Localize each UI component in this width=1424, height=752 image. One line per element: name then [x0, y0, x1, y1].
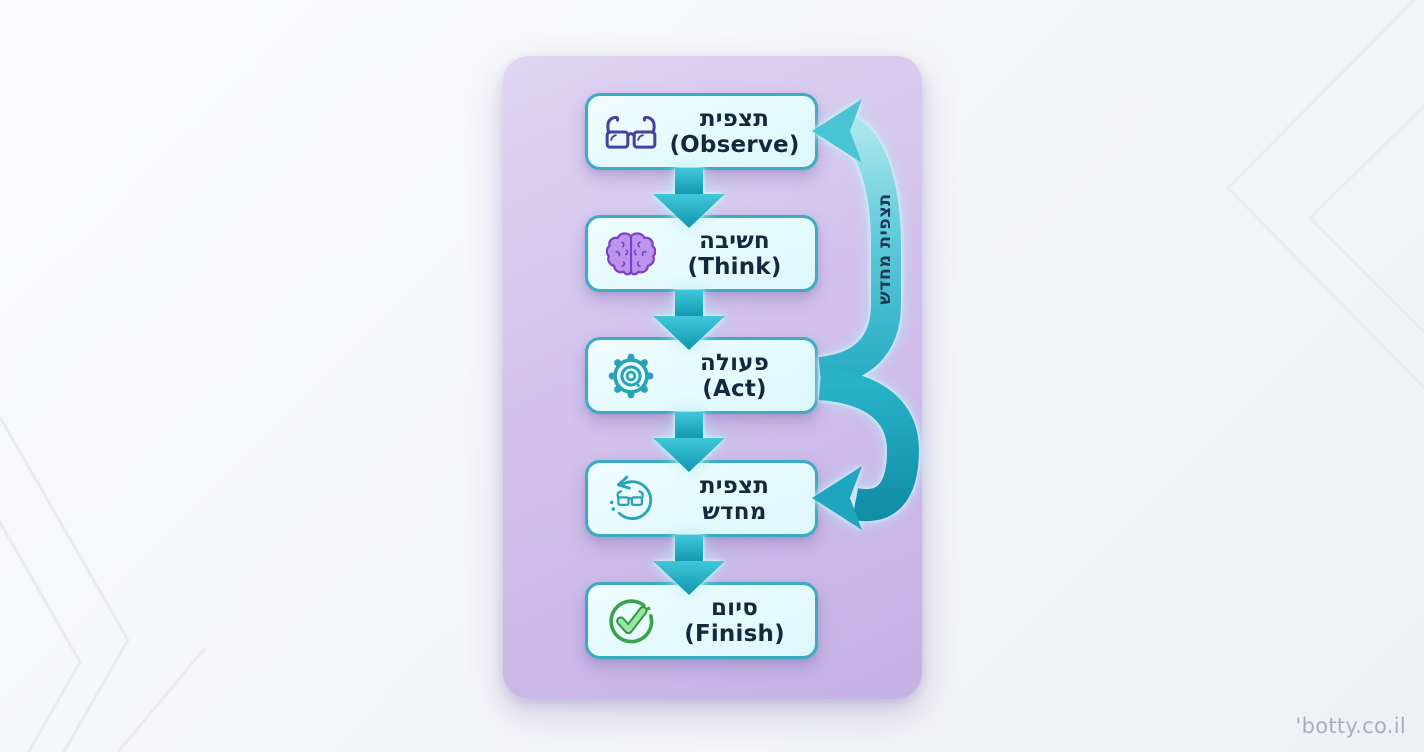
step-box-observe-again: תצפית מחדש	[585, 460, 818, 537]
loop-label: תצפית מחדש	[875, 193, 895, 305]
arrow-down-think-to-act	[653, 290, 725, 350]
step-label-finish: סיום (Finish)	[684, 594, 785, 647]
brain-icon	[602, 231, 660, 277]
loop-arrow-ribbon	[812, 99, 920, 530]
step-box-finish: סיום (Finish)	[585, 582, 818, 659]
step-label-act: פעולה (Act)	[699, 349, 770, 402]
loop-arrowhead-top	[812, 99, 862, 163]
arrow-down-act-to-observe-again	[653, 412, 725, 472]
glasses-icon	[602, 113, 660, 151]
arrow-down-observe-to-think	[653, 168, 725, 228]
step-box-observe: תצפית (Observe)	[585, 93, 818, 170]
step-label-observe: תצפית (Observe)	[669, 105, 800, 158]
step-label-observe-again: תצפית מחדש	[699, 472, 770, 525]
gear-icon	[602, 351, 660, 401]
arrow-down-observe-again-to-finish	[653, 535, 725, 595]
loop-arrowhead-bottom	[812, 466, 862, 530]
watermark: 'botty.co.il	[1295, 714, 1406, 738]
step-label-think: חשיבה (Think)	[687, 227, 782, 280]
check-circle-icon	[602, 596, 660, 646]
refresh-observe-icon	[602, 474, 660, 524]
